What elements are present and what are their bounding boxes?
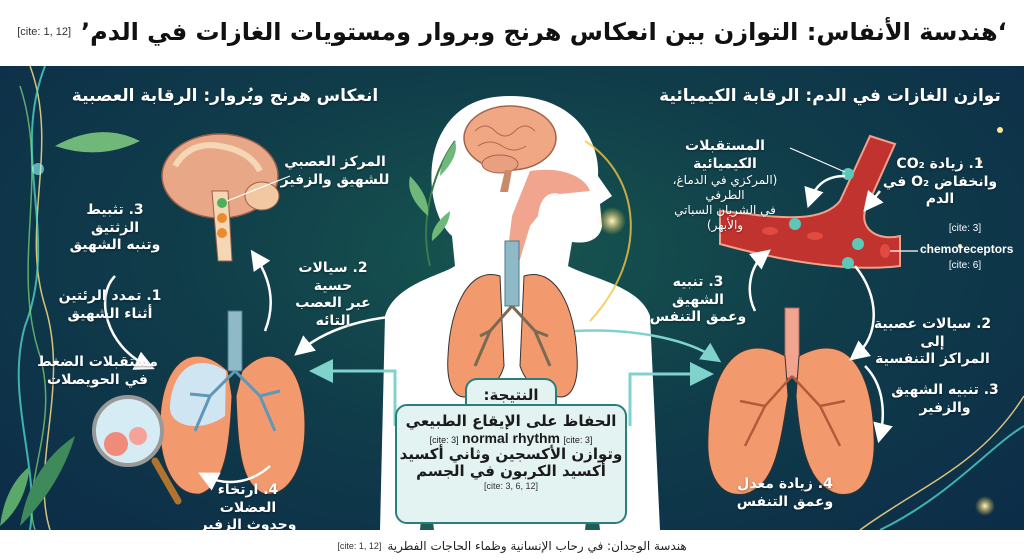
arrow-step3a-right [748, 249, 771, 312]
step2-label-left: 2. سيالات حسية عبر العصب التائه [295, 260, 371, 329]
page-title: ‘هندسة الأنفاس: التوازن بين انعكاس هرنج … [81, 18, 1007, 46]
footer-cite: [cite: 1, 12] [337, 541, 382, 551]
result-cite: [cite: 3, 6, 12] [483, 480, 539, 491]
arrow-co2-in [863, 189, 884, 212]
teal-feedback-right [628, 362, 714, 426]
chemo-pointer-line [789, 147, 846, 173]
left-brain-sagittal [161, 133, 280, 262]
result-line3: وتوازن الأكسجين وثاني أكسيد [399, 445, 623, 463]
chemoreceptors-english-label: chemoreceptors [920, 242, 1014, 256]
center-pointer-line [226, 175, 291, 202]
central-brain [463, 105, 557, 192]
step2-label-right: 2. سيالات عصبية إلى المراكز التنفسية [873, 316, 992, 367]
central-lungs [447, 274, 578, 398]
nasal-airway [506, 169, 590, 266]
infographic-panel: انعكاس هرنج وبُروار: الرقابة العصبية الم… [0, 66, 1024, 530]
right-section-heading: توازن الغازات في الدم: الرقابة الكيميائي… [659, 86, 1001, 106]
arrow-step1-left [103, 275, 155, 370]
magnifier-icon [92, 395, 182, 505]
step1-label-left: 1. تمدد الرئتين أثناء الشهيق [58, 288, 162, 322]
result-line1: الحفاظ على الإيقاع الطبيعي [405, 412, 617, 430]
blood-vessel [719, 134, 901, 269]
title-bar: ‘هندسة الأنفاس: التوازن بين انعكاس هرنج … [0, 0, 1024, 64]
left-lungs [159, 310, 306, 495]
arrow-central-to-left [294, 313, 451, 356]
arrow-step2-right [849, 265, 875, 361]
arrow-vessel-out [804, 174, 846, 209]
left-vine-decoration [17, 66, 55, 530]
result-box: الحفاظ على الإيقاع الطبيعي [cite: 3] nor… [395, 404, 627, 524]
chemoreceptors-label: المستقبلات الكيميائية (المركزي في الدماغ… [672, 138, 778, 232]
step3b-label-right: 3. تنبيه الشهيق والزفير [891, 382, 999, 416]
result-title: النتيجة: [483, 386, 539, 404]
result-line4: أكسيد الكربون في الجسم [416, 462, 606, 481]
title-cite: [cite: 1, 12] [17, 26, 72, 38]
footer: هندسة الوجدان: في رحاب الإنسانية وظماء ا… [0, 533, 1024, 559]
step1-label-right: 1. زيادة CO₂ وانخفاض O₂ في الدم [882, 156, 998, 207]
golden-arc-decoration [584, 140, 632, 322]
central-trachea [504, 240, 520, 307]
leaf-icon [0, 466, 30, 526]
teal-feedback-left [309, 359, 397, 426]
footer-text: هندسة الوجدان: في رحاب الإنسانية وظماء ا… [387, 539, 687, 553]
left-section-heading: انعكاس هرنج وبُروار: الرقابة العصبية [71, 86, 379, 106]
step3a-label-right: 3. تنبيه الشهيق وعمق التنفس [649, 274, 747, 325]
leaf-icon [20, 436, 75, 526]
arrow-central-to-right [574, 329, 722, 363]
step3-label-left: 3. تثبيط الزثتيق وتنبه الشهيق [69, 202, 161, 253]
arrow-step3b-right [864, 365, 893, 444]
chemo-cite-top: [cite: 3] [948, 223, 982, 234]
right-lungs [707, 307, 875, 495]
arrow-step4-left [198, 465, 271, 491]
arrow-step2-left [250, 249, 272, 332]
step4-label-left: 4. ارتخاء العضلات وحدوث الزفير [199, 482, 297, 530]
result-line2: [cite: 3] normal rhythm [cite: 3] [429, 430, 593, 446]
leaf-icon [55, 132, 140, 153]
pressure-receptors-label: مستقبلات الضغط في الحويصلات [37, 354, 158, 388]
right-light-decoration [859, 127, 1024, 530]
step4-label-right: 4. زيادة معدل وعمق التنفس [736, 476, 834, 510]
center-label: المركز العصبي للشهيق والزفير [280, 154, 390, 188]
chemo-cite-bottom: [cite: 6] [948, 260, 982, 271]
